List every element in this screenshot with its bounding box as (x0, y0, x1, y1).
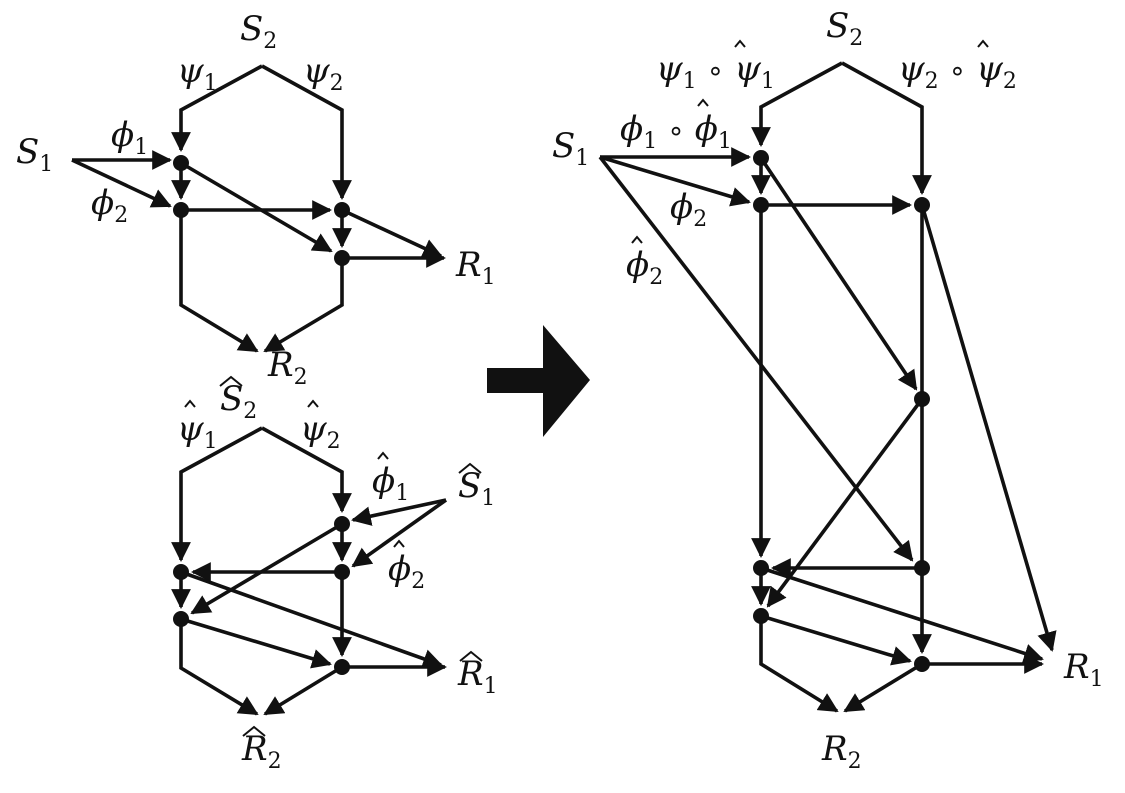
label-r-psi2-compose: ψ2∘ψ2 (898, 39, 1017, 94)
top-left-network: S2 ψ1 ψ2 S1 ϕ1 ϕ2 R1 R2 (16, 9, 496, 390)
node-r-b (753, 197, 769, 213)
small-hat-mark (734, 39, 746, 48)
svg-text:ϕ2: ϕ2 (626, 245, 663, 290)
label-phi2: ϕ2 (91, 183, 128, 228)
node-r-f (753, 560, 769, 576)
svg-text:ψ1∘ψ1: ψ1∘ψ1 (656, 49, 775, 94)
edge-left-to-r2 (179, 210, 259, 353)
edge-right-to-r2 (263, 258, 344, 353)
label-r-phi1-compose: ϕ1∘ϕ1 (620, 98, 732, 154)
label-s1: S1 (16, 132, 53, 177)
bottom-left-network: S2 ψ1 ψ2 ϕ1 ϕ2 S1 R1 R2 (171, 375, 498, 774)
label-hat-phi1: ϕ1 (372, 451, 409, 506)
edge-r-s1-phi2 (599, 155, 751, 207)
edge-hat-s1-phi1 (351, 498, 447, 526)
edge-r-s2-to-right-branch (841, 61, 932, 195)
edge-r-f-to-r1 (760, 566, 1044, 663)
svg-text:ψ1: ψ1 (177, 409, 218, 454)
label-hat-psi1: ψ1 (177, 399, 218, 454)
edge-hat-g-to-r1 (180, 570, 443, 669)
node-d (334, 250, 350, 266)
label-r-phi2-hat: ϕ2 (626, 235, 663, 290)
edge-hat-e-to-h (190, 522, 343, 615)
label-hat-psi2: ψ2 (300, 399, 341, 454)
node-i (334, 659, 350, 675)
label-r-s2: S2 (826, 6, 863, 51)
wide-hat-mark (458, 462, 482, 474)
node-f (334, 564, 350, 580)
edge-r-s2-to-left-branch (751, 61, 843, 147)
svg-text:ϕ1∘ϕ1: ϕ1∘ϕ1 (620, 109, 732, 154)
label-s2: S2 (240, 9, 277, 54)
node-g (173, 564, 189, 580)
small-hat-mark (697, 98, 709, 107)
svg-text:R2: R2 (241, 729, 282, 774)
svg-text:S2: S2 (220, 379, 257, 424)
edge-hat-left-to-r2 (179, 619, 259, 716)
wide-hat-mark (242, 725, 266, 737)
label-hat-phi2: ϕ2 (388, 539, 425, 594)
label-hat-s2: S2 (219, 375, 257, 424)
node-r-e (914, 560, 930, 576)
edge-r-g-to-h (760, 614, 912, 666)
small-hat-mark (393, 539, 405, 548)
small-hat-mark (977, 39, 989, 48)
svg-text:S1: S1 (458, 466, 495, 511)
edge-node-c-to-r1 (341, 208, 443, 258)
wide-hat-mark (219, 375, 243, 387)
edge-r-s1-phi2-hat (598, 155, 914, 562)
label-psi1: ψ1 (177, 51, 218, 96)
edge-hat-s1-phi2 (351, 498, 448, 568)
right-arrow-icon (487, 325, 590, 437)
small-hat-mark (184, 399, 196, 408)
label-r-s1: S1 (552, 126, 589, 171)
node-r-h (914, 656, 930, 672)
svg-text:ϕ1: ϕ1 (372, 461, 409, 506)
svg-text:ψ2∘ψ2: ψ2∘ψ2 (898, 49, 1017, 94)
label-r-phi2: ϕ2 (670, 187, 707, 232)
node-r-d (914, 197, 930, 213)
node-r-c (914, 391, 930, 407)
small-hat-mark (307, 399, 319, 408)
label-psi2: ψ2 (303, 51, 344, 96)
label-r2: R2 (267, 345, 308, 390)
edge-r-c-to-g (766, 397, 924, 608)
label-phi1: ϕ1 (111, 115, 148, 160)
small-hat-mark (631, 235, 643, 244)
edge-hat-s2-to-right-branch (261, 426, 352, 513)
edge-r-a-to-c (759, 156, 918, 391)
label-r-psi1-compose: ψ1∘ψ1 (656, 39, 775, 94)
node-r-a (753, 150, 769, 166)
edge-r-d-to-r1 (920, 204, 1057, 652)
label-hat-r2: R2 (241, 725, 282, 774)
node-e (334, 516, 350, 532)
svg-text:R1: R1 (457, 654, 498, 699)
label-r1: R1 (455, 245, 496, 290)
edge-s2-to-left-branch (171, 64, 263, 152)
edge-r-right-to-r2 (843, 662, 923, 713)
edge-hat-s2-to-left-branch (171, 426, 263, 562)
small-hat-mark (377, 451, 389, 460)
edge-node-a-to-node-d (180, 161, 333, 253)
svg-text:ϕ2: ϕ2 (388, 549, 425, 594)
edge-r-left-to-r2 (759, 616, 839, 713)
wide-hat-mark (459, 650, 483, 662)
node-r-g (753, 608, 769, 624)
node-b (173, 202, 189, 218)
edge-hat-right-to-r2 (263, 665, 343, 716)
node-a (173, 155, 189, 171)
node-h (173, 611, 189, 627)
edge-s2-to-right-branch (261, 64, 352, 200)
label-hat-s1: S1 (458, 462, 495, 511)
label-hat-r1: R1 (457, 650, 498, 699)
right-combined-network: S2 ψ1∘ψ1 ψ2∘ψ2 S1 ϕ1∘ϕ1 ϕ2 ϕ2 R1 R2 (552, 6, 1104, 774)
node-c (334, 202, 350, 218)
edge-s1-phi2 (71, 158, 172, 208)
label-r-r2: R2 (821, 729, 862, 774)
svg-text:ψ2: ψ2 (300, 409, 341, 454)
edge-hat-h-to-i (180, 617, 332, 669)
label-r-r1: R1 (1063, 647, 1104, 692)
